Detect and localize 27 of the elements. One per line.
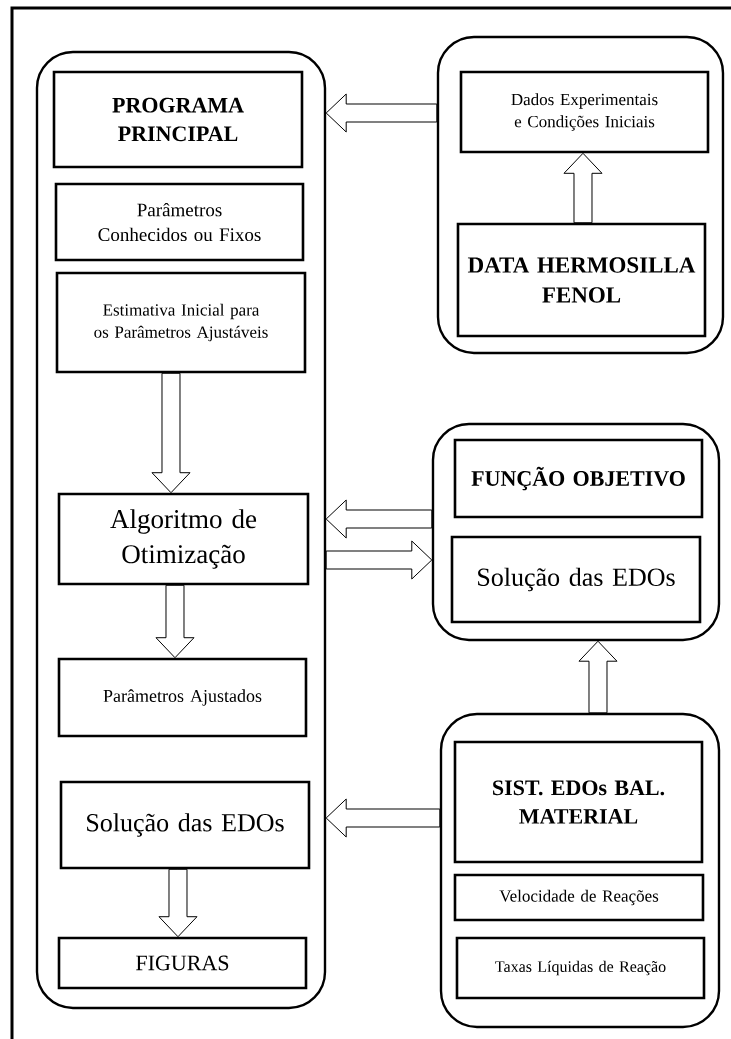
process-box: Solução das EDOs <box>450 535 702 624</box>
block-arrow <box>158 868 198 938</box>
process-box: DATA HERMOSILLA FENOL <box>456 222 707 338</box>
process-box: Velocidade de Reações <box>453 873 705 922</box>
process-box: Parâmetros Conhecidos ou Fixos <box>54 182 305 262</box>
block-arrow <box>151 372 191 494</box>
rounded-panel <box>436 35 725 355</box>
process-box: FUNÇÃO OBJETIVO <box>453 438 704 519</box>
block-arrow <box>578 640 618 714</box>
process-box: Dados Experimentais e Condições Iniciais <box>459 70 710 154</box>
process-box: Algoritmo de Otimização <box>57 492 310 586</box>
process-box: SIST. EDOs BAL. MATERIAL <box>453 740 704 864</box>
block-arrow <box>325 93 438 133</box>
block-arrow <box>563 152 603 224</box>
process-box: Solução das EDOs <box>59 780 311 870</box>
process-box: Taxas Líquidas de Reação <box>455 936 706 1000</box>
rounded-panel <box>439 712 721 1029</box>
process-box: Parâmetros Ajustados <box>57 657 308 738</box>
block-arrow <box>155 584 195 659</box>
block-arrow <box>325 499 433 539</box>
process-box: Estimativa Inicial para os Parâmetros Ajustáveis <box>55 271 307 374</box>
block-arrow <box>325 540 433 580</box>
process-box: PROGRAMA PRINCIPAL <box>52 70 304 169</box>
rounded-panel <box>35 50 327 1010</box>
rounded-panel <box>431 422 721 642</box>
block-arrow <box>325 798 441 838</box>
process-box: FIGURAS <box>57 936 308 990</box>
